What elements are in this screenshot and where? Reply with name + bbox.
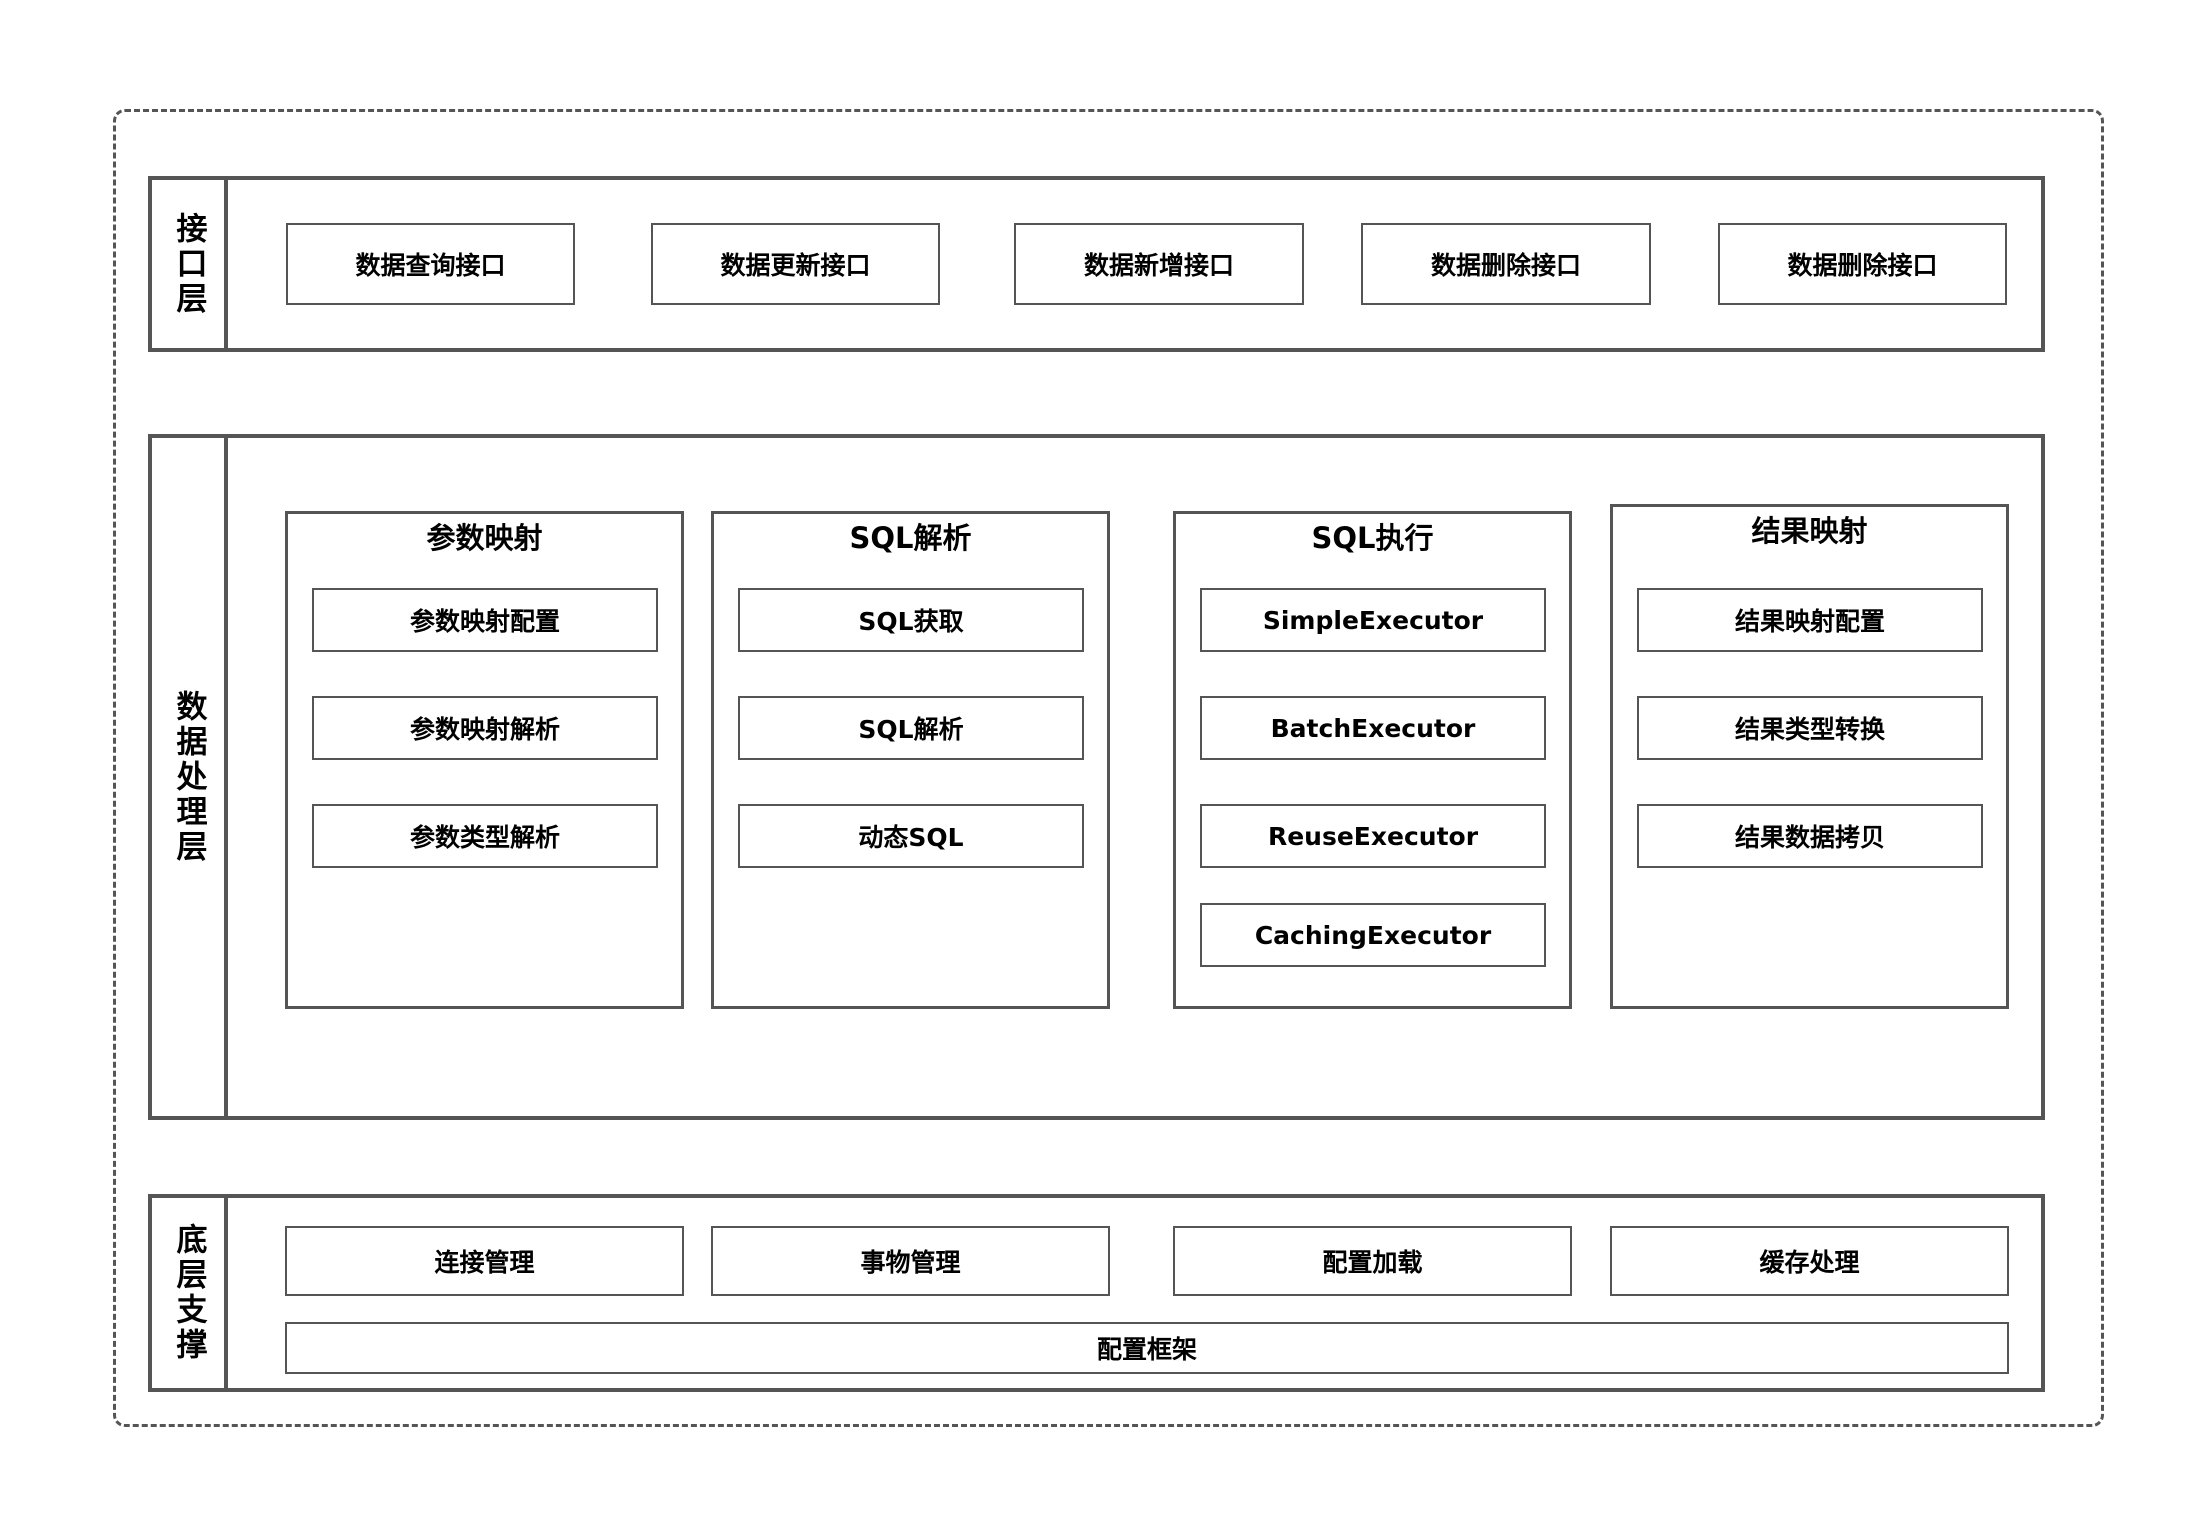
delete-interface-box-2: 数据删除接口: [1718, 223, 2007, 305]
processing-layer-label-cell: 数据处理层: [152, 438, 228, 1116]
param-type-parse-box: 参数类型解析: [312, 804, 658, 868]
interface-layer-label-cell: 接口层: [152, 180, 228, 348]
query-interface-box: 数据查询接口: [286, 223, 575, 305]
processing-layer-label: 数据处理层: [170, 689, 207, 865]
delete-interface-box: 数据删除接口: [1361, 223, 1651, 305]
param-mapping-config-box: 参数映射配置: [312, 588, 658, 652]
update-interface-box: 数据更新接口: [651, 223, 940, 305]
sql-fetch-box: SQL获取: [738, 588, 1084, 652]
cache-handling-box: 缓存处理: [1610, 1226, 2009, 1296]
result-data-copy-box: 结果数据拷贝: [1637, 804, 1983, 868]
param-mapping-title: 参数映射: [426, 521, 543, 555]
sql-execute-title: SQL执行: [1311, 521, 1434, 555]
param-mapping-group: 参数映射 参数映射配置 参数映射解析 参数类型解析: [285, 511, 684, 1009]
simple-executor-box: SimpleExecutor: [1200, 588, 1546, 652]
sql-execute-group: SQL执行 SimpleExecutor BatchExecutor Reuse…: [1173, 511, 1572, 1009]
support-layer-label: 底层支撑: [170, 1223, 207, 1363]
config-loading-box: 配置加载: [1173, 1226, 1572, 1296]
interface-layer-label: 接口层: [170, 211, 207, 317]
insert-interface-box: 数据新增接口: [1014, 223, 1304, 305]
sql-parse-title: SQL解析: [849, 521, 972, 555]
batch-executor-box: BatchExecutor: [1200, 696, 1546, 760]
transaction-management-box: 事物管理: [711, 1226, 1110, 1296]
param-mapping-parse-box: 参数映射解析: [312, 696, 658, 760]
result-mapping-title: 结果映射: [1751, 514, 1868, 548]
dynamic-sql-box: 动态SQL: [738, 804, 1084, 868]
config-framework-box: 配置框架: [285, 1322, 2009, 1374]
sql-parse-group: SQL解析 SQL获取 SQL解析 动态SQL: [711, 511, 1110, 1009]
reuse-executor-box: ReuseExecutor: [1200, 804, 1546, 868]
caching-executor-box: CachingExecutor: [1200, 903, 1546, 967]
result-mapping-config-box: 结果映射配置: [1637, 588, 1983, 652]
result-type-convert-box: 结果类型转换: [1637, 696, 1983, 760]
connection-management-box: 连接管理: [285, 1226, 684, 1296]
result-mapping-group: 结果映射 结果映射配置 结果类型转换 结果数据拷贝: [1610, 504, 2009, 1009]
sql-parse-box: SQL解析: [738, 696, 1084, 760]
support-layer-label-cell: 底层支撑: [152, 1198, 228, 1388]
architecture-frame: [113, 109, 2104, 1427]
